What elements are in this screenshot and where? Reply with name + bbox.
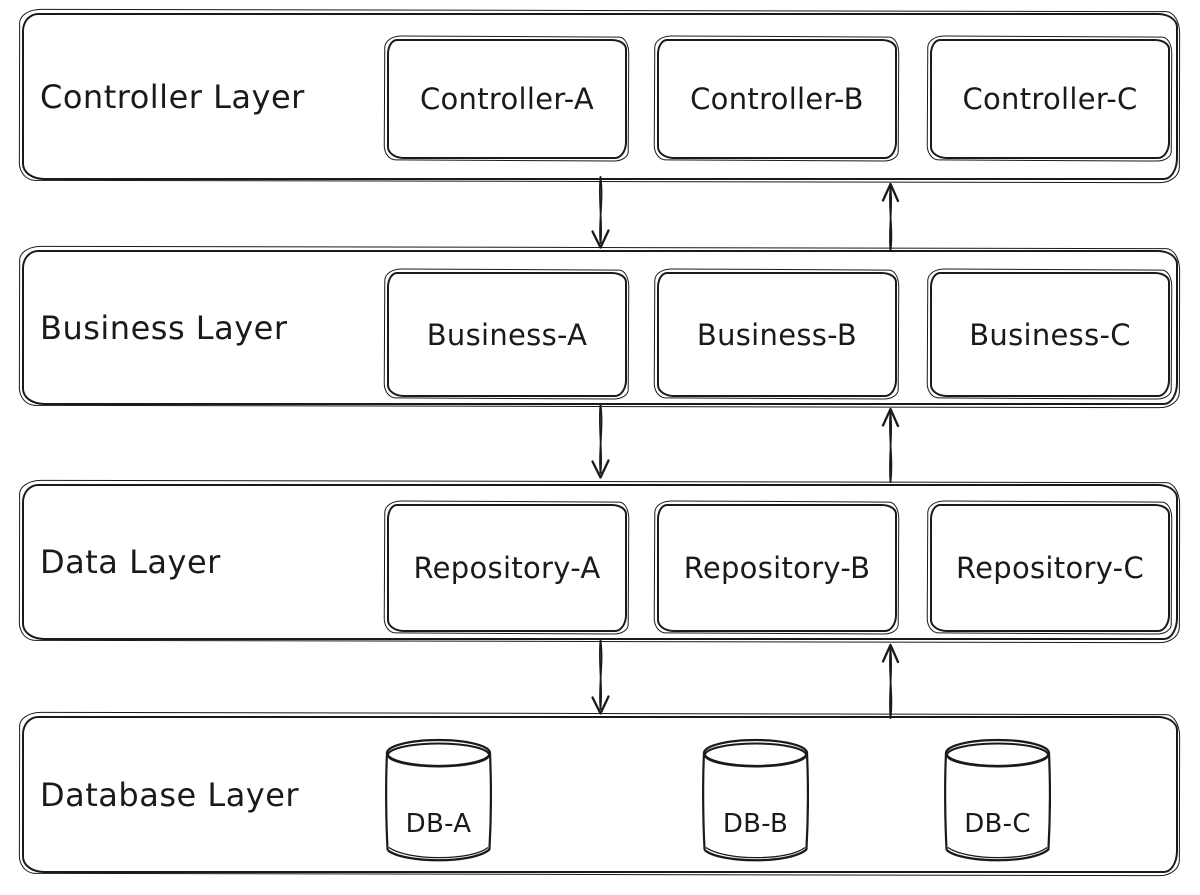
node-db-c-label: DB-C <box>964 809 1031 839</box>
node-db-b: DB-B <box>702 737 809 865</box>
node-business-c: Business-C <box>930 272 1170 397</box>
layer-controller-label: Controller Layer <box>40 77 305 116</box>
node-business-b: Business-B <box>657 272 897 397</box>
layer-database-label: Database Layer <box>40 775 300 814</box>
node-controller-a: Controller-A <box>387 39 627 159</box>
arrow-data-to-business-up-icon <box>881 407 900 483</box>
database-cylinder-icon <box>944 738 1051 862</box>
arrow-business-to-controller-up-icon <box>881 182 900 252</box>
layer-business: Business Layer Business-A Business-B Bus… <box>22 250 1178 405</box>
node-repository-a-label: Repository-A <box>413 551 601 585</box>
layer-business-label: Business Layer <box>40 308 288 347</box>
node-repository-c: Repository-C <box>930 504 1170 632</box>
node-controller-b: Controller-B <box>657 39 897 159</box>
node-repository-c-label: Repository-C <box>955 551 1144 585</box>
node-controller-c: Controller-C <box>930 39 1170 159</box>
node-business-b-label: Business-B <box>696 317 858 352</box>
node-db-a: DB-A <box>385 737 492 865</box>
node-repository-b-label: Repository-B <box>683 551 871 585</box>
node-controller-c-label: Controller-C <box>962 82 1138 116</box>
node-db-b-label: DB-B <box>722 809 789 839</box>
layer-database: Database Layer DB-A DB-B <box>22 716 1178 873</box>
node-business-a: Business-A <box>387 272 627 397</box>
node-repository-b: Repository-B <box>657 504 897 632</box>
layer-controller: Controller Layer Controller-A Controller… <box>22 13 1178 180</box>
database-cylinder-icon <box>385 738 492 862</box>
arrow-controller-to-business-down-icon <box>591 176 610 249</box>
node-controller-b-label: Controller-B <box>690 82 864 116</box>
layer-data-label: Data Layer <box>40 543 221 581</box>
arrow-business-to-data-down-icon <box>591 403 610 479</box>
arrow-database-to-data-up-icon <box>881 643 900 719</box>
layer-data: Data Layer Repository-A Repository-B Rep… <box>22 484 1178 640</box>
node-db-a-label: DB-A <box>405 809 472 839</box>
node-db-c: DB-C <box>944 737 1051 865</box>
node-repository-a: Repository-A <box>387 504 627 632</box>
node-business-a-label: Business-A <box>426 317 588 352</box>
arrow-data-to-database-down-icon <box>591 639 610 715</box>
node-business-c-label: Business-C <box>969 317 1131 352</box>
database-cylinder-icon <box>702 738 809 862</box>
node-controller-a-label: Controller-A <box>419 82 595 116</box>
